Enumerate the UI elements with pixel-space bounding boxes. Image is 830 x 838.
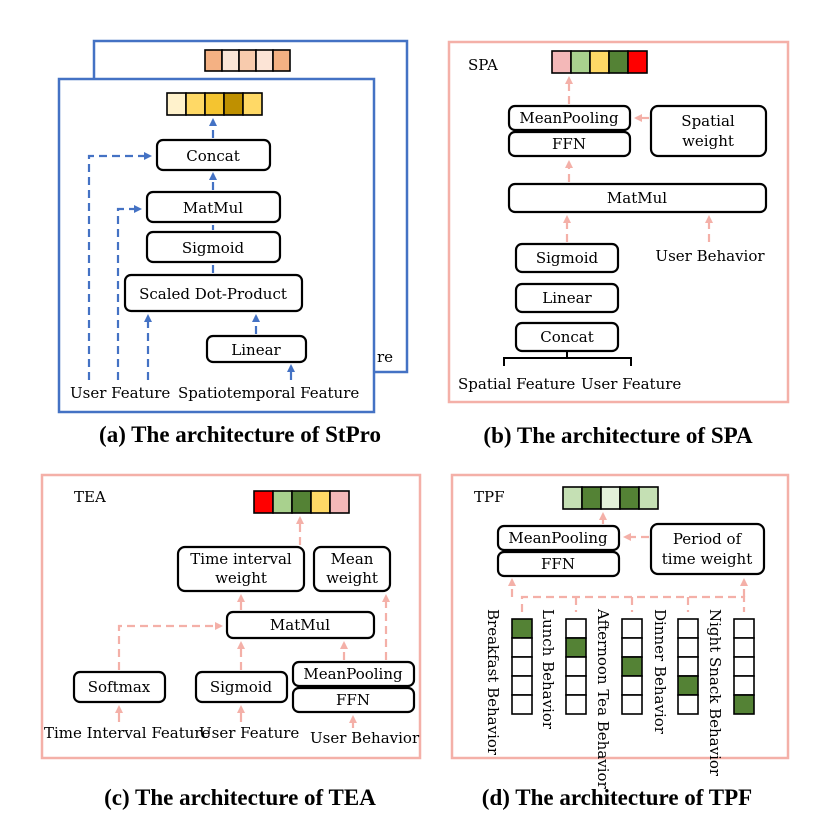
breakfast-column [511,618,533,715]
spa-linear-box [514,282,620,314]
lunch-column [565,618,587,715]
tpf-frame [450,473,790,760]
spa-title: SPA [468,56,498,74]
afternoon-tea-column [621,618,643,715]
spa-input-spatial-feature: Spatial Feature [458,375,575,393]
tpf-title: TPF [474,488,505,506]
concat-label: Concat [186,147,240,165]
front-color-bar [166,92,263,116]
tea-input-user-feature: User Feature [199,724,299,742]
linear-box [205,334,308,364]
tpf-meanpooling-label: MeanPooling [508,529,608,547]
panel-c-arrows [115,516,390,728]
tea-title: TEA [74,488,106,506]
tea-input-user-behavior: User Behavior [310,729,420,747]
spa-ffn-box [507,130,632,158]
spa-ffn-label: FFN [552,135,586,153]
mean-weight-line2: weight [326,569,378,587]
caption-c: (c) The architecture of TEA [104,785,376,810]
dinner-column [677,618,699,715]
spa-input-user-feature: User Feature [581,375,681,393]
back-color-bar [204,49,291,72]
spatial-weight-line2: weight [682,132,734,150]
mean-weight-box [312,545,392,593]
panel-a: re Concat MatMul Sigmoid Scaled Dot-Prod… [57,39,409,447]
time-interval-weight-line1: Time interval [190,550,292,568]
spa-frame [447,40,790,404]
period-time-weight-line1: Period of [673,530,743,548]
tpf-ffn-box [496,550,621,578]
input-spatiotemporal-feature: Spatiotemporal Feature [178,384,359,402]
panel-d-arrows [508,512,748,612]
dinner-behavior-label: Dinner Behavior [651,609,669,735]
behavior-columns [511,618,755,715]
linear-label: Linear [231,341,281,359]
tea-color-bar [253,490,350,514]
spa-matmul-box [507,182,768,214]
panel-d: TPF MeanPooling FFN Period of time weigh… [450,473,790,810]
caption-a: (a) The architecture of StPro [99,422,381,447]
time-interval-weight-box [176,545,306,593]
caption-d: (d) The architecture of TPF [482,785,752,810]
spa-color-bar [551,50,648,74]
scaled-dot-product-label: Scaled Dot-Product [139,285,287,303]
lunch-behavior-label: Lunch Behavior [539,609,557,730]
tea-ffn-box [291,686,416,714]
period-time-weight-box [649,522,766,576]
tea-ffn-label: FFN [336,691,370,709]
tea-meanpooling-box [291,660,416,688]
tpf-ffn-label: FFN [541,555,575,573]
tea-matmul-box [225,610,376,640]
softmax-label: Softmax [88,678,151,696]
tea-sigmoid-label: Sigmoid [210,678,273,696]
panel-a-arrows [87,118,295,380]
spa-concat-label: Concat [540,328,594,346]
period-time-weight-line2: time weight [662,550,753,568]
night-snack-column [733,618,755,715]
spatial-weight-line1: Spatial [681,112,735,130]
spa-meanpooling-box [507,104,632,132]
spa-linear-label: Linear [542,289,592,307]
matmul-box [145,190,282,224]
caption-b: (b) The architecture of SPA [483,423,753,448]
spa-user-behavior: User Behavior [655,247,765,265]
tea-input-time-interval: Time Interval Feature [44,724,211,742]
concat-box [155,138,272,172]
softmax-box [72,670,167,704]
spa-sigmoid-label: Sigmoid [536,249,599,267]
tea-matmul-label: MatMul [270,616,330,634]
sigmoid-box [145,230,282,264]
sigmoid-label: Sigmoid [182,239,245,257]
tea-sigmoid-box [194,670,289,704]
spa-meanpooling-label: MeanPooling [519,109,619,127]
breakfast-behavior-label: Breakfast Behavior [484,609,502,756]
panel-b: SPA MeanPooling FFN Spatial weight MatMu… [447,40,790,448]
time-interval-weight-line2: weight [215,569,267,587]
tpf-meanpooling-box [496,524,621,552]
spa-matmul-label: MatMul [607,189,667,207]
afternoon-tea-behavior-label: Afternoon Tea Behavior [594,608,612,790]
night-snack-behavior-label: Night Snack Behavior [706,609,724,777]
panel-b-arrows [563,76,713,242]
input-user-feature: User Feature [70,384,170,402]
tea-meanpooling-label: MeanPooling [303,665,403,683]
mean-weight-line1: Mean [331,550,374,568]
tpf-color-bar [562,486,659,510]
panel-c: TEA Time interval weight Mean weight Mat… [40,473,422,810]
spa-sigmoid-box [514,242,620,274]
matmul-label: MatMul [183,199,243,217]
scaled-dot-product-box [123,273,304,313]
spatial-weight-box [649,104,768,158]
back-frame-partial-label: re [377,348,393,366]
